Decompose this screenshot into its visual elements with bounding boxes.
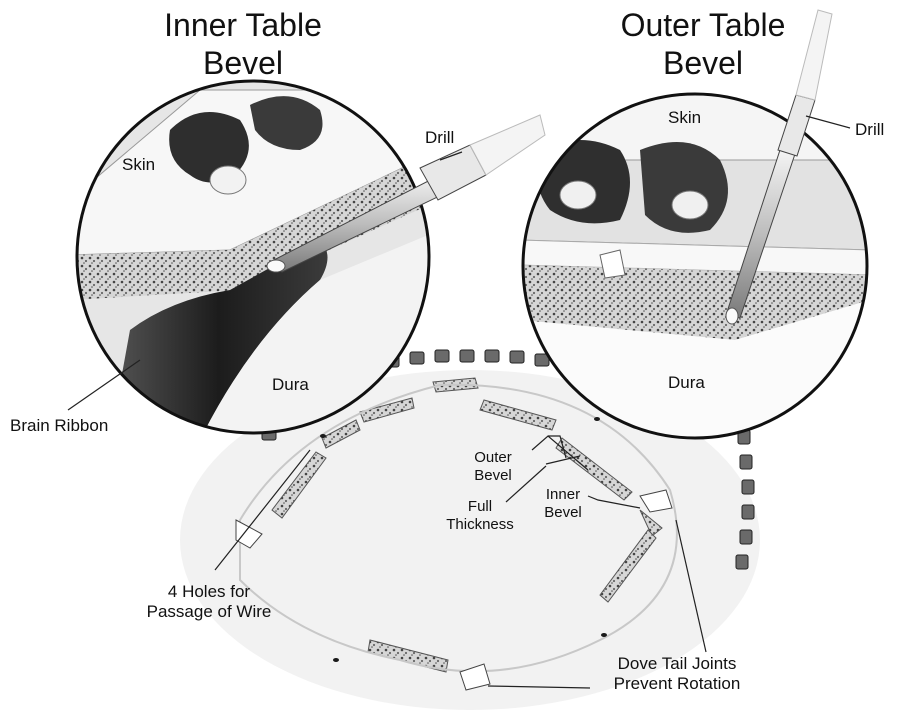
title-inner-table-bevel: Inner Table Bevel [128,6,358,82]
label-dura-inner: Dura [272,375,309,395]
label-drill-outer: Drill [855,120,884,140]
label-skin-inner: Skin [122,155,155,175]
label-inner-bevel: Inner Bevel [533,486,593,522]
label-brain-ribbon: Brain Ribbon [10,416,108,436]
label-full-thickness: Full Thickness [435,498,525,534]
title-outer-table-bevel: Outer Table Bevel [588,6,818,82]
label-wire-holes: 4 Holes for Passage of Wire [124,582,294,622]
label-drill-inner: Drill [425,128,454,148]
label-outer-bevel: Outer Bevel [458,449,528,485]
label-dura-outer: Dura [668,373,705,393]
label-dovetail-joints: Dove Tail Joints Prevent Rotation [592,654,762,694]
label-skin-outer: Skin [668,108,701,128]
